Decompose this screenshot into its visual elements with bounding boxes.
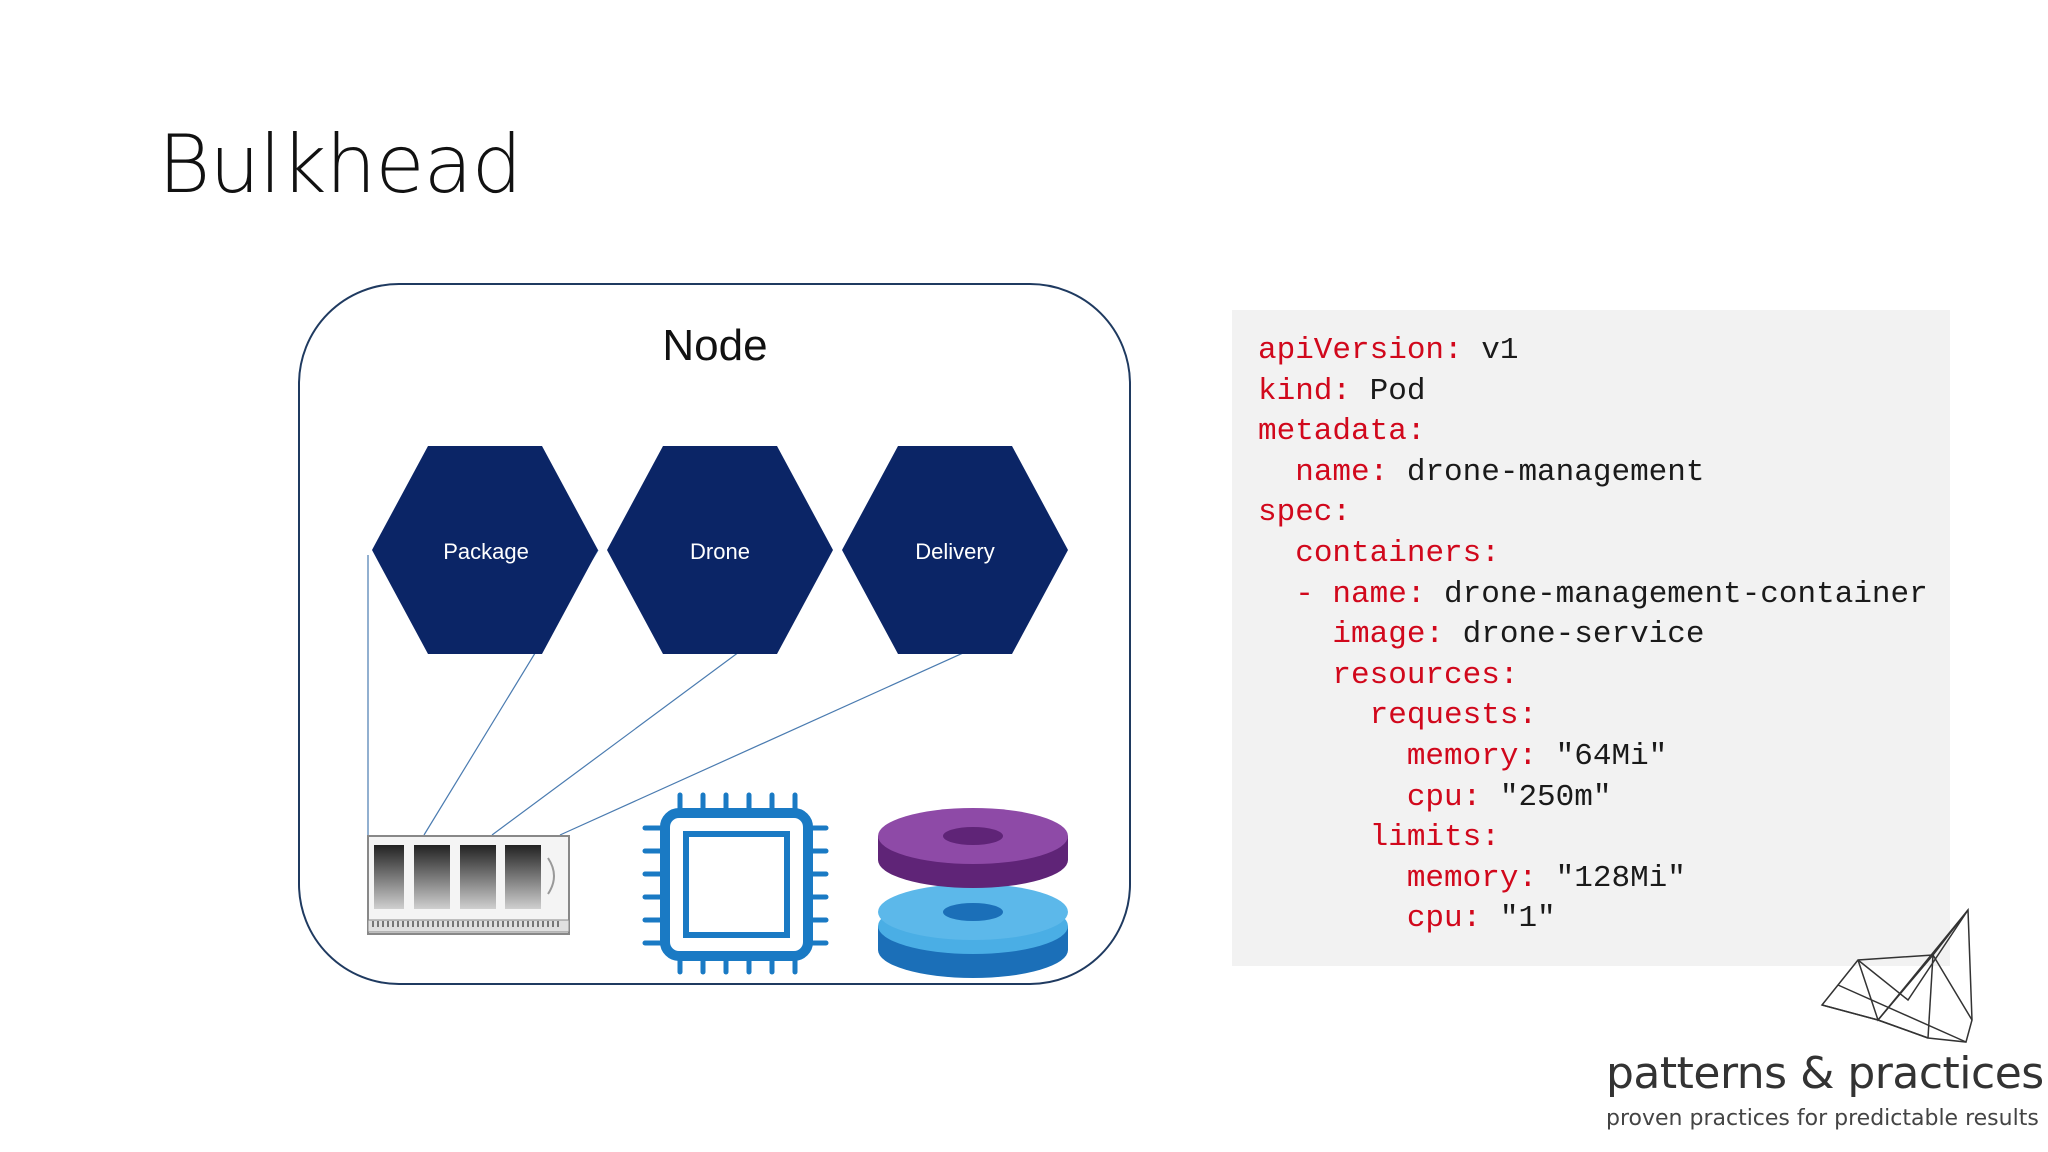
code-key: cpu: [1406, 901, 1482, 937]
code-line: resources: [1258, 656, 1928, 697]
code-key: apiVersion: [1258, 333, 1463, 368]
code-key: name: [1295, 454, 1389, 490]
code-line: - name: drone-management-container [1258, 575, 1928, 616]
service-delivery: Delivery [842, 446, 1068, 654]
code-indent [1258, 658, 1332, 693]
logo-tagline: proven practices for predictable results [1606, 1106, 2039, 1131]
code-indent [1258, 536, 1295, 571]
code-value: "64Mi" [1537, 738, 1668, 774]
code-line: spec: [1258, 493, 1928, 534]
hexagon-delivery [842, 446, 1068, 654]
node-label: Node [662, 321, 767, 370]
code-value: "128Mi" [1537, 860, 1686, 896]
code-line: limits: [1258, 818, 1928, 859]
code-key: spec: [1258, 495, 1352, 531]
logo-brand: patterns & practices [1606, 1048, 2044, 1099]
code-value: drone-management-container [1425, 576, 1928, 612]
code-value: drone-management [1388, 454, 1705, 490]
code-value: drone-service [1444, 617, 1705, 653]
code-indent [1258, 617, 1332, 652]
service-label-drone: Drone [690, 539, 750, 564]
code-line: containers: [1258, 534, 1928, 575]
code-value: "250m" [1481, 779, 1612, 815]
code-line: requests: [1258, 696, 1928, 737]
code-value: "1" [1481, 901, 1556, 937]
code-line: apiVersion: v1 [1258, 331, 1928, 372]
code-indent [1258, 698, 1370, 733]
code-line: cpu: "250m" [1258, 778, 1928, 819]
code-key: metadata: [1258, 414, 1426, 450]
service-hexagons: Package Drone Delivery [372, 446, 1068, 654]
cpu-icon [642, 792, 829, 975]
code-key: containers: [1295, 535, 1500, 571]
code-key: resources: [1332, 657, 1519, 693]
code-line: memory: "64Mi" [1258, 737, 1928, 778]
service-label-delivery: Delivery [915, 539, 994, 564]
code-line: name: drone-management [1258, 453, 1928, 494]
code-key: memory: [1406, 738, 1538, 774]
code-line: memory: "128Mi" [1258, 859, 1928, 900]
memory-chip-icon [367, 835, 570, 935]
service-label-package: Package [443, 539, 529, 564]
code-line: image: drone-service [1258, 615, 1928, 656]
code-indent [1258, 901, 1407, 936]
disk-icon [878, 808, 1068, 978]
code-key: - name: [1295, 576, 1426, 612]
code-indent [1258, 780, 1407, 815]
code-key: image: [1332, 617, 1445, 653]
code-indent [1258, 820, 1370, 855]
hexagon-drone [607, 446, 833, 654]
code-indent [1258, 739, 1407, 774]
code-line: metadata: [1258, 412, 1928, 453]
hexagon-package [372, 446, 598, 654]
code-indent [1258, 577, 1295, 612]
code-line: kind: Pod [1258, 372, 1928, 413]
code-indent [1258, 861, 1407, 896]
code-key: requests: [1369, 698, 1538, 734]
code-key: memory: [1406, 860, 1538, 896]
code-key: kind: [1258, 373, 1352, 409]
code-value: v1 [1462, 333, 1519, 368]
code-key: limits: [1369, 820, 1500, 856]
yaml-code-panel [1232, 310, 1950, 966]
logo-mark-icon [1820, 907, 1973, 1043]
code-line: cpu: "1" [1258, 899, 1928, 940]
code-key: cpu: [1406, 779, 1482, 815]
code-value: Pod [1351, 373, 1426, 409]
service-package: Package [372, 446, 598, 654]
code-indent [1258, 455, 1295, 490]
service-drone: Drone [607, 446, 833, 654]
slide-title: Bulkhead [158, 118, 522, 211]
